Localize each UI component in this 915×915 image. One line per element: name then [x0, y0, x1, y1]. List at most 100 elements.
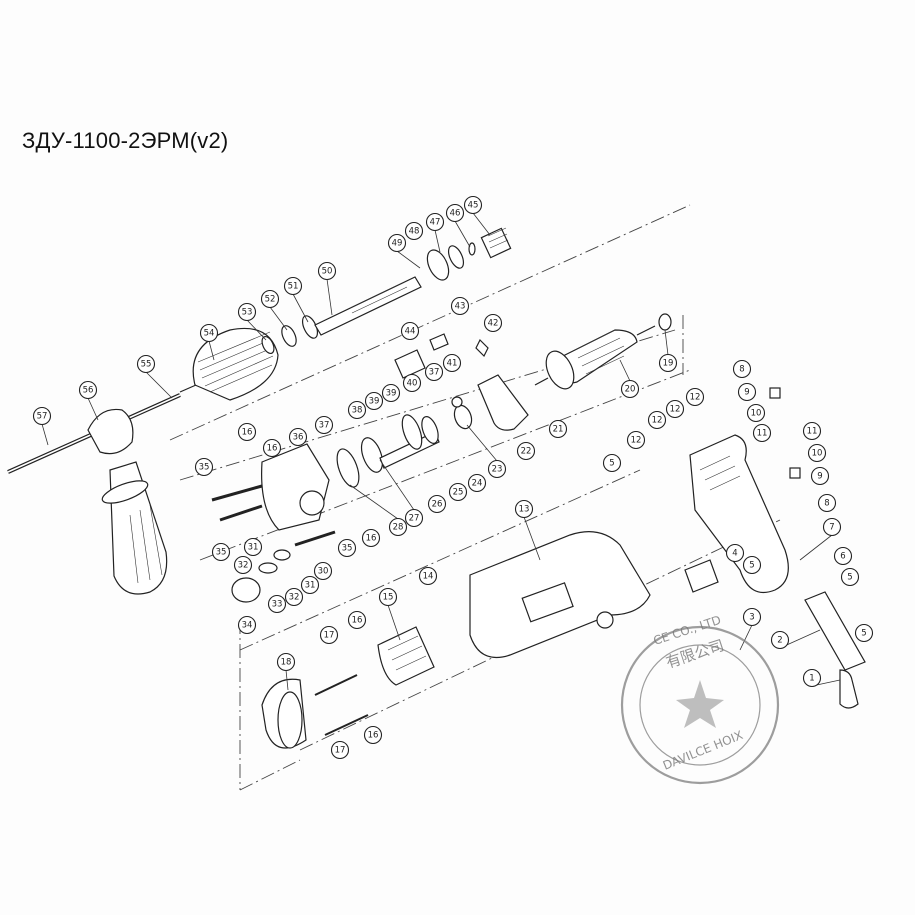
callout-number: 51 — [288, 282, 299, 292]
callout-number: 12 — [690, 393, 701, 403]
part-callout-25: 25 — [448, 482, 468, 502]
callout-number: 39 — [369, 397, 380, 407]
part-callout-51: 51 — [283, 276, 303, 296]
callout-circle — [725, 543, 745, 563]
callout-circle — [448, 482, 468, 502]
callout-number: 16 — [368, 731, 379, 741]
callout-circle — [665, 399, 685, 419]
callout-circle — [381, 383, 401, 403]
part-callout-39: 39 — [381, 383, 401, 403]
callout-circle — [833, 546, 853, 566]
callout-number: 8 — [739, 365, 744, 375]
part-callout-54: 54 — [199, 323, 219, 343]
callout-circle — [330, 740, 350, 760]
callout-circle — [313, 561, 333, 581]
callout-circle — [807, 443, 827, 463]
part-callout-43: 43 — [450, 296, 470, 316]
part-callout-5: 5 — [602, 453, 622, 473]
callout-number: 17 — [335, 746, 346, 756]
callout-circle — [548, 419, 568, 439]
callout-circle — [514, 499, 534, 519]
callout-number: 43 — [455, 302, 466, 312]
part-callout-16: 16 — [347, 610, 367, 630]
callout-number: 41 — [447, 359, 458, 369]
part-callout-15: 15 — [378, 587, 398, 607]
callout-circle — [427, 494, 447, 514]
callout-number: 21 — [553, 425, 564, 435]
callout-number: 16 — [352, 616, 363, 626]
callout-number: 10 — [751, 409, 762, 419]
callout-circle — [418, 566, 438, 586]
part-callout-13: 13 — [514, 499, 534, 519]
part-callout-47: 47 — [425, 212, 445, 232]
part-callout-19: 19 — [658, 353, 678, 373]
callout-number: 40 — [407, 379, 418, 389]
part-callout-6: 6 — [833, 546, 853, 566]
callout-circle — [32, 406, 52, 426]
part-callout-48: 48 — [404, 221, 424, 241]
callout-circle — [770, 630, 790, 650]
callout-circle — [300, 575, 320, 595]
part-callout-4: 4 — [725, 543, 745, 563]
callout-circle — [288, 427, 308, 447]
callout-circle — [854, 623, 874, 643]
callout-number: 16 — [366, 534, 377, 544]
callout-circle — [347, 610, 367, 630]
callout-number: 12 — [631, 436, 642, 446]
callout-circle — [822, 517, 842, 537]
callout-number: 5 — [609, 459, 614, 469]
callout-number: 38 — [352, 406, 363, 416]
callout-number: 8 — [824, 499, 829, 509]
callout-circle — [442, 353, 462, 373]
part-callout-17: 17 — [319, 625, 339, 645]
callout-circle — [810, 466, 830, 486]
callout-circle — [602, 453, 622, 473]
callout-number: 5 — [749, 561, 754, 571]
callout-circle — [620, 379, 640, 399]
part-callout-17: 17 — [330, 740, 350, 760]
part-callout-21: 21 — [548, 419, 568, 439]
callout-circle — [685, 387, 705, 407]
callout-number: 16 — [267, 444, 278, 454]
callout-number: 10 — [812, 449, 823, 459]
callout-circle — [136, 354, 156, 374]
part-callout-42: 42 — [483, 313, 503, 333]
callout-number: 37 — [429, 368, 440, 378]
callout-number: 54 — [204, 329, 215, 339]
callout-number: 32 — [238, 561, 249, 571]
callout-number: 35 — [216, 548, 227, 558]
callout-number: 15 — [383, 593, 394, 603]
part-callout-39: 39 — [364, 391, 384, 411]
callout-number: 34 — [242, 621, 253, 631]
callout-number: 49 — [392, 239, 403, 249]
part-callout-40: 40 — [402, 373, 422, 393]
callout-number: 13 — [519, 505, 530, 515]
callout-number: 55 — [141, 360, 152, 370]
callout-number: 16 — [242, 428, 253, 438]
callout-circle — [194, 457, 214, 477]
part-callout-16: 16 — [361, 528, 381, 548]
callout-number: 26 — [432, 500, 443, 510]
armature — [534, 313, 672, 390]
part-callout-26: 26 — [427, 494, 447, 514]
callout-circle — [388, 517, 408, 537]
part-callout-35: 35 — [211, 542, 231, 562]
callout-number: 9 — [744, 388, 749, 398]
part-callout-12: 12 — [647, 410, 667, 430]
callout-number: 4 — [732, 549, 737, 559]
part-callout-35: 35 — [337, 538, 357, 558]
part-callout-18: 18 — [276, 652, 296, 672]
callout-circle — [402, 373, 422, 393]
callout-number: 12 — [670, 405, 681, 415]
part-callout-12: 12 — [685, 387, 705, 407]
callout-number: 31 — [305, 581, 316, 591]
stamp-bottom-text: DAVILCE HOIX — [661, 728, 745, 773]
part-callout-12: 12 — [665, 399, 685, 419]
callout-circle — [445, 203, 465, 223]
part-callout-16: 16 — [363, 725, 383, 745]
part-callout-2: 2 — [770, 630, 790, 650]
callout-circle — [363, 725, 383, 745]
callout-circle — [752, 423, 772, 443]
